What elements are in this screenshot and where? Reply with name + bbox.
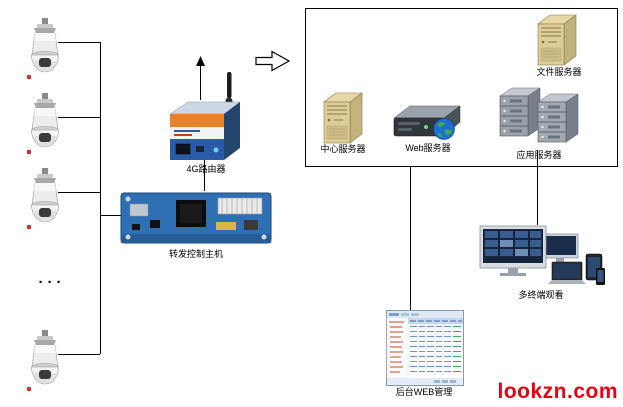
camera-red-marker bbox=[27, 150, 31, 154]
tower-server-icon bbox=[323, 92, 363, 144]
file-server-label: 文件服务器 bbox=[536, 67, 582, 77]
web-admin-label: 后台WEB管理 bbox=[395, 387, 453, 397]
multi-terminal-icon bbox=[479, 225, 605, 285]
camera-red-marker bbox=[27, 225, 31, 229]
app-server-icon bbox=[499, 87, 579, 143]
center-server-node bbox=[320, 90, 366, 144]
web-admin-node bbox=[386, 310, 464, 386]
tower-server-icon bbox=[537, 14, 577, 66]
app-server-node bbox=[498, 84, 580, 150]
camera-red-marker bbox=[27, 75, 31, 79]
dome-camera-icon bbox=[31, 168, 59, 223]
router-icon bbox=[169, 72, 241, 160]
center-server-label: 中心服务器 bbox=[320, 144, 366, 154]
file-server-node bbox=[534, 12, 580, 66]
watermark: lookzn.com bbox=[497, 380, 618, 403]
web-server-icon bbox=[393, 105, 461, 140]
dome-camera-icon bbox=[31, 93, 59, 148]
dome-camera-4 bbox=[27, 329, 63, 401]
control-board-node bbox=[120, 190, 272, 246]
multi-terminal-label: 多终端观看 bbox=[518, 290, 564, 300]
multi-terminal-node bbox=[478, 224, 606, 290]
server-group-box bbox=[305, 8, 618, 167]
router-label: 4G路由器 bbox=[186, 164, 226, 174]
more-cameras-ellipsis: ··· bbox=[38, 274, 66, 291]
dome-camera-icon bbox=[31, 330, 59, 385]
dome-camera-1 bbox=[27, 17, 63, 89]
dome-camera-2 bbox=[27, 92, 63, 164]
up-arrowhead bbox=[196, 56, 205, 66]
web-server-label: Web服务器 bbox=[405, 143, 451, 153]
web-server-node bbox=[392, 96, 464, 142]
flow-block-arrow bbox=[255, 50, 291, 72]
control-board-icon bbox=[120, 192, 272, 244]
dome-camera-3 bbox=[27, 167, 63, 239]
app-server-label: 应用服务器 bbox=[516, 150, 562, 160]
web-admin-screenshot-icon bbox=[386, 310, 464, 386]
camera-red-marker bbox=[27, 387, 31, 391]
board-label: 转发控制主机 bbox=[168, 249, 223, 259]
dome-camera-icon bbox=[31, 18, 59, 73]
router-node bbox=[164, 72, 248, 164]
